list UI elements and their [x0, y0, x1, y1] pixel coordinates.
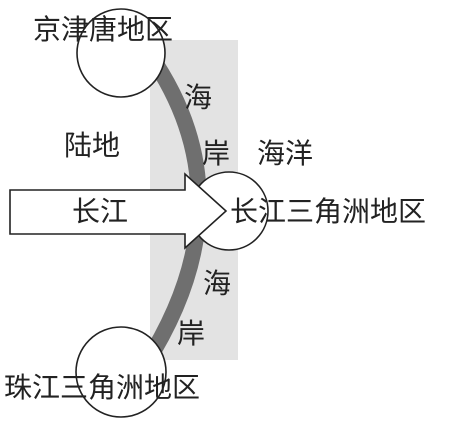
label-yangtze-delta: 长江三角洲地区 [230, 195, 427, 228]
label-jingjintang: 京津唐地区 [33, 13, 174, 46]
label-river: 长江 [72, 195, 129, 228]
label-ocean: 海洋 [257, 137, 314, 170]
label-pearl-delta: 珠江三角洲地区 [4, 371, 201, 404]
label-land: 陆地 [64, 129, 121, 162]
label-coast-top-1: 海 [184, 81, 213, 114]
circle-pearl-delta [75, 326, 167, 418]
label-coast-bottom-1: 海 [203, 267, 232, 300]
circle-jingjintang [76, 8, 166, 98]
river-arrow [9, 172, 228, 250]
label-coast-top-2: 岸 [202, 137, 231, 170]
label-coast-bottom-2: 岸 [177, 317, 206, 350]
